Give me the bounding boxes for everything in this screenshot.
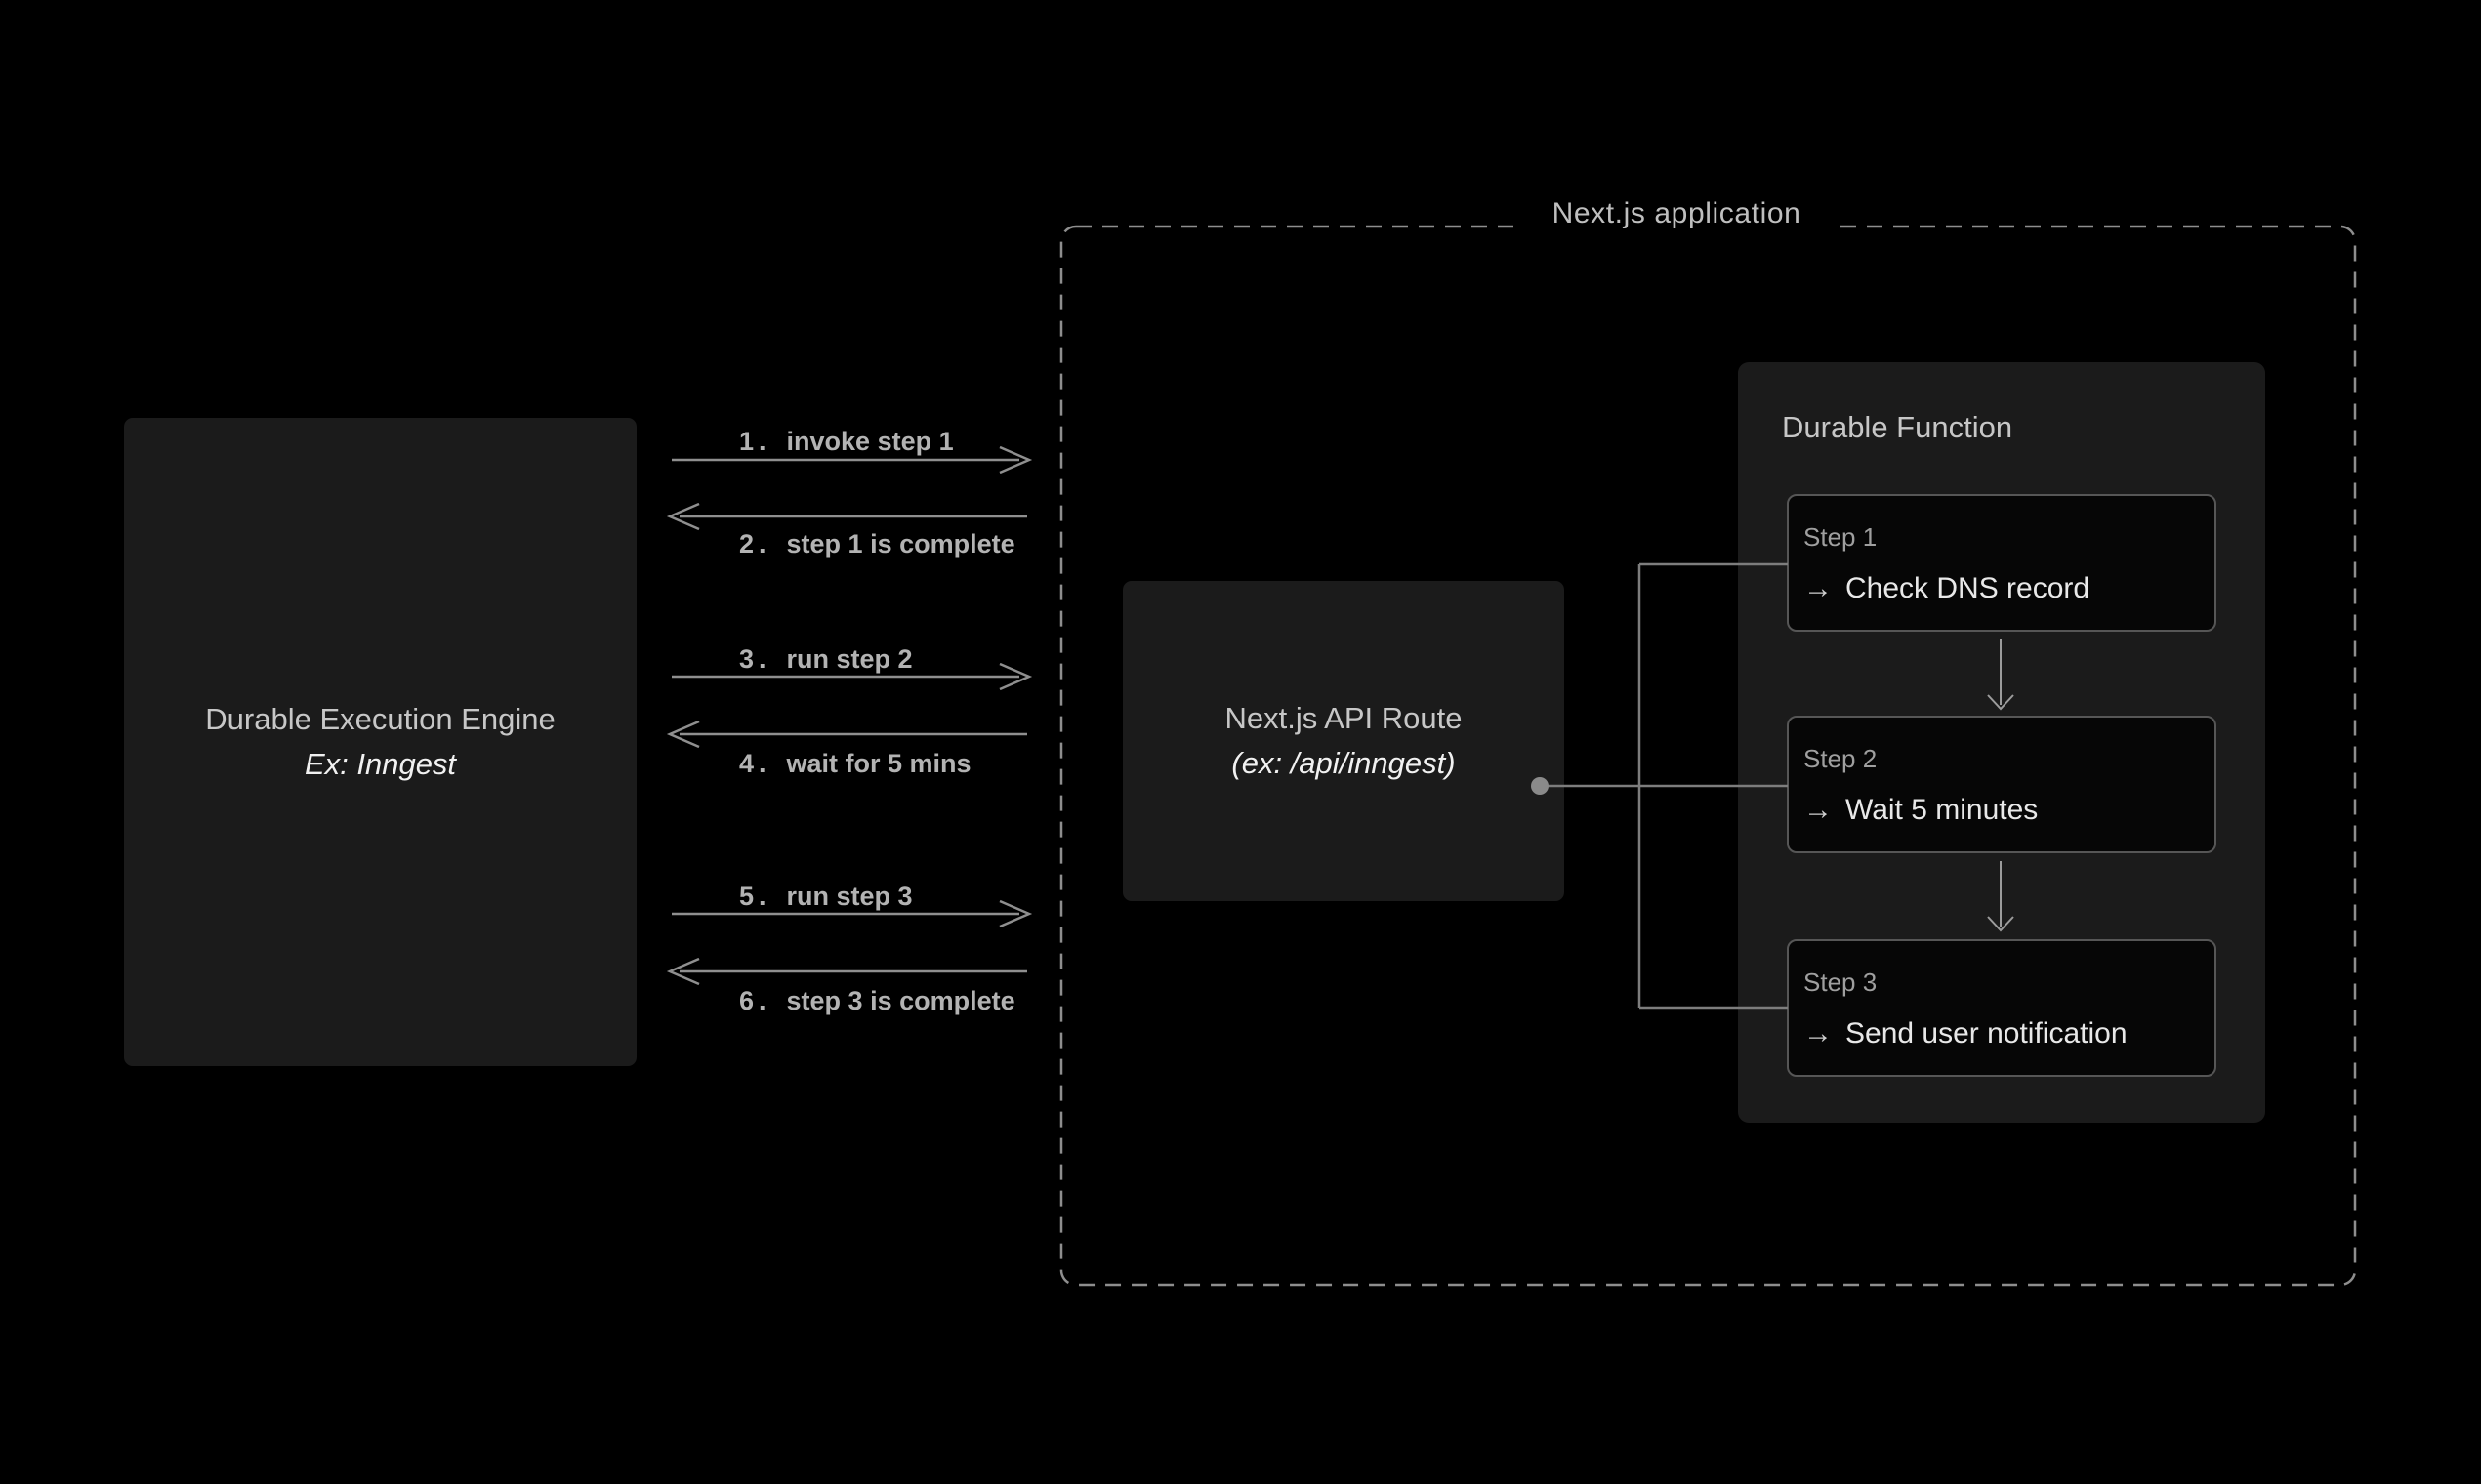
nextjs-application-label: Next.js application [1514, 197, 1839, 230]
message-label-3: 3. run step 2 [739, 642, 913, 676]
api-route-title: Next.js API Route [1224, 701, 1463, 735]
message-label-2: 2. step 1 is complete [739, 527, 1015, 560]
message-text: run step 2 [786, 644, 913, 674]
engine-box-title: Durable Execution Engine [205, 702, 556, 736]
step-action: → Wait 5 minutes [1803, 792, 2038, 829]
step-card-3: Step 3 → Send user notification [1787, 939, 2216, 1077]
message-number: 4. [739, 749, 771, 778]
step-action: → Send user notification [1803, 1015, 2128, 1052]
step-action: → Check DNS record [1803, 570, 2089, 607]
engine-box-subtitle: Ex: Inngest [304, 747, 457, 781]
message-number: 1. [739, 427, 771, 456]
message-label-1: 1. invoke step 1 [739, 425, 954, 458]
api-route-subtitle: (ex: /api/inngest) [1231, 746, 1456, 780]
durable-function-panel: Durable Function Step 1 → Check DNS recor… [1738, 362, 2265, 1123]
message-label-4: 4. wait for 5 mins [739, 747, 972, 780]
message-number: 2. [739, 529, 771, 558]
step-action-text: Wait 5 minutes [1845, 794, 2039, 826]
step-action-text: Check DNS record [1845, 572, 2090, 604]
durable-execution-engine-box: Durable Execution Engine Ex: Inngest [124, 418, 637, 1066]
step-card-1: Step 1 → Check DNS record [1787, 494, 2216, 632]
message-text: invoke step 1 [786, 427, 954, 456]
message-arrow-6-left [666, 957, 1027, 986]
message-text: run step 3 [786, 882, 913, 911]
message-text: wait for 5 mins [786, 749, 972, 778]
message-label-6: 6. step 3 is complete [739, 984, 1015, 1017]
message-arrow-2-left [666, 502, 1027, 531]
message-number: 5. [739, 882, 771, 911]
message-number: 3. [739, 644, 771, 674]
message-arrow-4-left [666, 720, 1027, 749]
message-text: step 3 is complete [786, 986, 1015, 1015]
step-label: Step 1 [1803, 522, 1878, 552]
right-arrow-icon: → [1803, 1017, 1833, 1050]
message-label-5: 5. run step 3 [739, 880, 913, 913]
step-card-2: Step 2 → Wait 5 minutes [1787, 716, 2216, 853]
step-label: Step 2 [1803, 744, 1878, 773]
message-text: step 1 is complete [786, 529, 1015, 558]
message-number: 6. [739, 986, 771, 1015]
durable-function-title: Durable Function [1782, 410, 2013, 444]
right-arrow-icon: → [1803, 572, 1833, 604]
step-label: Step 3 [1803, 968, 1878, 997]
api-route-box: Next.js API Route (ex: /api/inngest) [1123, 581, 1564, 901]
step-action-text: Send user notification [1845, 1017, 2128, 1050]
right-arrow-icon: → [1803, 794, 1833, 826]
